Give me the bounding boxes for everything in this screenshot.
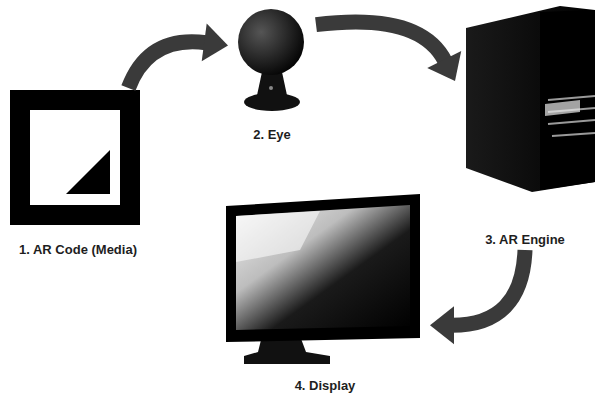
arrow-shaft — [316, 22, 445, 61]
icon-node: 2. Eye — [228, 5, 316, 145]
node-label: 4. Display — [295, 378, 356, 394]
webcam-head — [238, 9, 304, 75]
webcam-light — [269, 86, 273, 90]
ar-marker — [10, 90, 140, 225]
tower-front — [540, 10, 595, 190]
icon-node: 1. AR Code (Media) — [8, 88, 148, 260]
drive-highlight — [545, 100, 580, 116]
arrow-head — [427, 51, 461, 81]
icon-node: 3. AR Engine — [455, 5, 595, 250]
marker-field — [30, 110, 120, 205]
icon-node: 4. Display — [220, 190, 430, 395]
computer-tower — [466, 6, 595, 192]
curved-arrow — [430, 250, 525, 344]
tower-body — [466, 6, 595, 192]
webcam-icon — [238, 9, 304, 111]
curved-arrow — [316, 22, 461, 81]
monitor-frame — [226, 194, 420, 342]
webcam-neck — [256, 72, 288, 100]
arrow-shaft — [452, 250, 525, 325]
arrow-shaft — [128, 42, 206, 88]
marker-triangle — [66, 150, 110, 194]
monitor-screen — [236, 205, 410, 330]
arrow-head — [202, 24, 228, 62]
node-label: 3. AR Engine — [485, 232, 565, 248]
arrow-head — [430, 306, 454, 344]
monitor-icon — [226, 194, 420, 364]
screen-glare — [236, 211, 320, 262]
node-label: 2. Eye — [253, 127, 291, 143]
node-label: 1. AR Code (Media) — [19, 242, 137, 258]
marker-border — [10, 90, 140, 225]
curved-arrow — [128, 24, 228, 88]
